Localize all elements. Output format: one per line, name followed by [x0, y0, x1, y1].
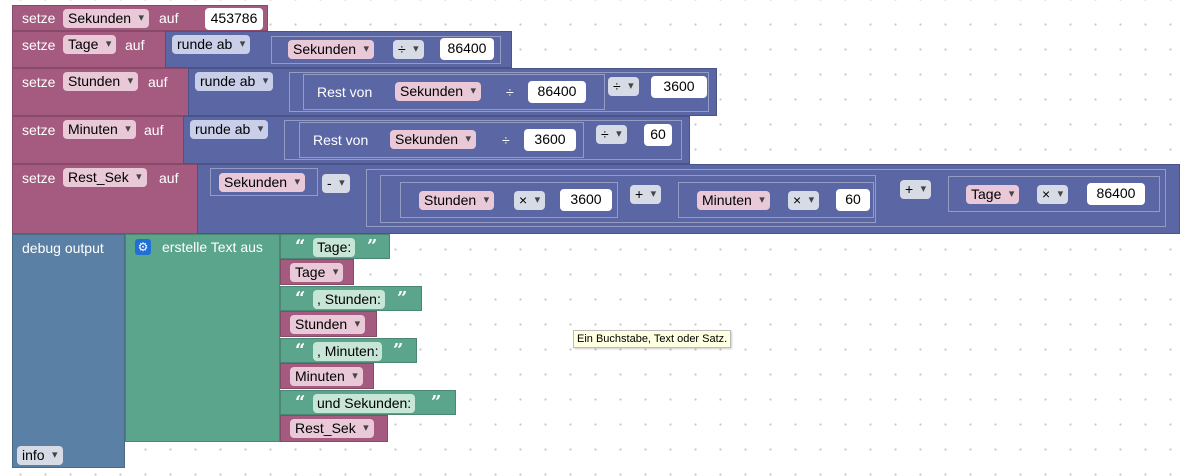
round-down-block-minuten[interactable]: runde ab Rest von Sekunden ÷ 3600 ÷ 60: [183, 116, 690, 164]
var-dropdown-sekunden[interactable]: Sekunden: [63, 9, 150, 28]
op-div-label: ÷: [506, 84, 514, 100]
subtraction-block[interactable]: Sekunden - Stunden × 3600 + Minuten × 60…: [197, 164, 1180, 234]
to-label: auf: [148, 74, 168, 90]
var-dropdown-minuten[interactable]: Minuten: [290, 367, 363, 386]
var-dropdown-sekunden[interactable]: Sekunden: [390, 130, 477, 149]
operator-dropdown-times[interactable]: ×: [514, 191, 546, 210]
text-input-stunden[interactable]: , Stunden:: [313, 290, 385, 309]
op-div-label: ÷: [502, 132, 510, 148]
set-sekunden-block[interactable]: setze Sekunden auf 453786: [12, 5, 268, 31]
number-input-3600[interactable]: 3600: [524, 129, 576, 151]
var-dropdown-tage[interactable]: Tage: [63, 35, 117, 54]
set-label: setze: [22, 122, 56, 138]
quote-icon: “: [295, 236, 306, 257]
var-dropdown-minuten[interactable]: Minuten: [697, 191, 770, 210]
log-level-dropdown[interactable]: info: [17, 446, 63, 465]
number-input-86400[interactable]: 86400: [528, 81, 586, 103]
gear-icon[interactable]: ⚙: [135, 239, 151, 255]
var-dropdown-stunden[interactable]: Stunden: [419, 191, 495, 210]
round-mode-dropdown[interactable]: runde ab: [172, 35, 251, 54]
var-block-stunden[interactable]: Stunden: [280, 311, 377, 337]
operator-dropdown-plus[interactable]: +: [900, 180, 932, 199]
text-block-stunden[interactable]: “ , Stunden: ”: [280, 286, 422, 311]
quote-icon: “: [295, 288, 306, 309]
multiply-block-stunden[interactable]: [400, 182, 618, 218]
number-input-3600[interactable]: 3600: [560, 189, 612, 211]
remainder-block[interactable]: [299, 122, 584, 158]
var-dropdown-sekunden[interactable]: Sekunden: [288, 40, 375, 59]
var-block-minuten[interactable]: Minuten: [280, 363, 374, 389]
text-input-tage[interactable]: Tage:: [313, 238, 356, 257]
division-block[interactable]: [271, 36, 501, 64]
division-block[interactable]: [284, 120, 682, 160]
number-input-86400[interactable]: 86400: [440, 38, 494, 60]
quote-icon: ”: [431, 392, 442, 413]
text-block-minuten[interactable]: “ , Minuten: ”: [280, 338, 417, 363]
text-block-sekunden[interactable]: “ und Sekunden: ”: [280, 390, 456, 415]
set-label: setze: [22, 37, 56, 53]
multiply-block-tage[interactable]: [948, 176, 1160, 212]
quote-icon: ”: [397, 288, 408, 309]
to-label: auf: [144, 122, 164, 138]
operator-dropdown-div[interactable]: ÷: [393, 40, 424, 59]
var-dropdown-tage[interactable]: Tage: [966, 185, 1020, 204]
operator-dropdown-times[interactable]: ×: [1037, 185, 1069, 204]
text-input-sekunden[interactable]: und Sekunden:: [313, 394, 416, 413]
number-input-86400[interactable]: 86400: [1087, 183, 1145, 205]
create-text-label: erstelle Text aus: [162, 239, 263, 255]
number-input-60[interactable]: 60: [644, 124, 672, 146]
debug-output-label: debug output: [22, 240, 104, 256]
outer-addition-block[interactable]: [366, 169, 1166, 227]
create-text-block[interactable]: ⚙ erstelle Text aus: [125, 234, 280, 442]
var-dropdown-sekunden[interactable]: Sekunden: [219, 173, 306, 192]
round-down-block-tage[interactable]: runde ab Sekunden ÷ 86400: [165, 31, 512, 68]
inner-addition-block[interactable]: [380, 175, 876, 223]
round-down-block-stunden[interactable]: runde ab Rest von Sekunden ÷ 86400 ÷ 360…: [188, 68, 717, 116]
number-input-3600[interactable]: 3600: [651, 76, 707, 98]
remainder-label: Rest von: [313, 132, 369, 148]
operator-dropdown-plus[interactable]: +: [630, 185, 662, 204]
operator-dropdown-div[interactable]: ÷: [596, 125, 627, 144]
var-dropdown-sekunden[interactable]: Sekunden: [395, 82, 482, 101]
tooltip: Ein Buchstabe, Text oder Satz.: [573, 330, 732, 348]
round-mode-dropdown[interactable]: runde ab: [190, 120, 269, 139]
var-dropdown-stunden[interactable]: Stunden: [63, 72, 139, 91]
quote-icon: “: [295, 340, 306, 361]
quote-icon: ”: [367, 236, 378, 257]
division-block[interactable]: [289, 72, 709, 112]
remainder-label: Rest von: [317, 84, 373, 100]
to-label: auf: [125, 37, 145, 53]
var-dropdown-tage[interactable]: Tage: [290, 263, 344, 282]
quote-icon: “: [295, 392, 306, 413]
set-label: setze: [22, 10, 56, 26]
operator-dropdown-minus[interactable]: -: [322, 174, 350, 193]
text-input-minuten[interactable]: , Minuten:: [313, 342, 383, 361]
var-dropdown-rest-sek[interactable]: Rest_Sek: [63, 168, 147, 187]
debug-output-block[interactable]: debug output info: [12, 234, 125, 468]
round-mode-dropdown[interactable]: runde ab: [195, 72, 274, 91]
number-input-seconds[interactable]: 453786: [205, 8, 263, 30]
var-block-tage[interactable]: Tage: [280, 259, 354, 285]
set-label: setze: [22, 74, 56, 90]
multiply-block-minuten[interactable]: [678, 182, 874, 218]
text-block-tage[interactable]: “ Tage: ”: [280, 234, 390, 259]
var-block-sekunden[interactable]: [210, 168, 318, 196]
set-label: setze: [22, 170, 56, 186]
var-dropdown-minuten[interactable]: Minuten: [63, 120, 136, 139]
number-input-60[interactable]: 60: [836, 189, 870, 211]
to-label: auf: [159, 170, 179, 186]
to-label: auf: [159, 10, 179, 26]
var-dropdown-rest-sek[interactable]: Rest_Sek: [290, 419, 374, 438]
var-block-rest-sek[interactable]: Rest_Sek: [280, 415, 388, 442]
operator-dropdown-div[interactable]: ÷: [608, 77, 639, 96]
operator-dropdown-times[interactable]: ×: [788, 191, 820, 210]
var-dropdown-stunden[interactable]: Stunden: [290, 315, 366, 334]
quote-icon: ”: [393, 340, 404, 361]
remainder-block[interactable]: [303, 74, 605, 110]
